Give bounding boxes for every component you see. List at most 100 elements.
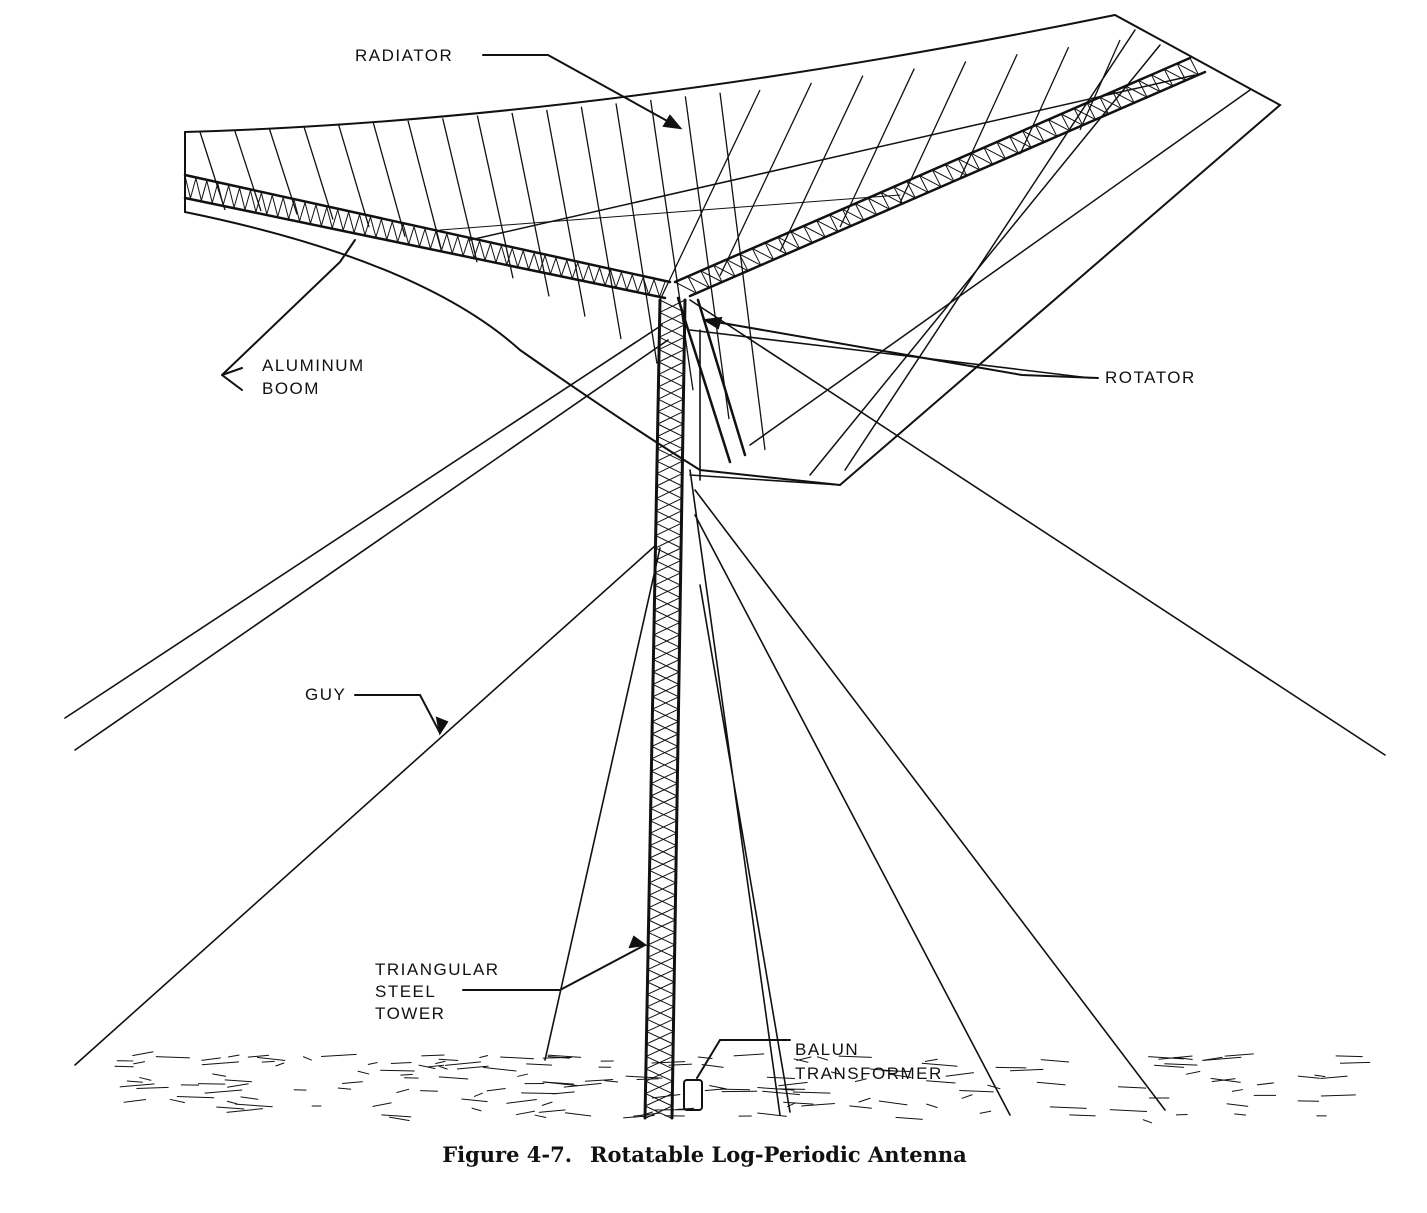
boom-truss: [600, 268, 605, 286]
ground-texture: [202, 1062, 239, 1065]
ground-texture: [1110, 1110, 1147, 1112]
ground-texture: [946, 1073, 974, 1077]
ground-texture: [216, 1107, 244, 1109]
boom-truss: [294, 200, 299, 221]
ground-texture: [120, 1084, 155, 1087]
label-balun-2: TRANSFORMER: [795, 1063, 943, 1085]
boom-truss: [300, 203, 305, 222]
ground-texture: [421, 1055, 444, 1056]
ground-texture: [435, 1061, 445, 1063]
boom-truss: [338, 210, 343, 231]
ground-texture: [139, 1077, 151, 1080]
boom-truss: [398, 224, 403, 242]
ground-texture: [479, 1056, 488, 1058]
boom-truss: [229, 186, 234, 208]
radiator-element: [1020, 47, 1069, 154]
ground-texture: [241, 1097, 259, 1099]
boom-truss: [360, 215, 365, 235]
label-tower-3: TOWER: [375, 1003, 445, 1025]
ground-texture: [136, 1087, 168, 1088]
ground-texture: [962, 1095, 973, 1099]
label-tower-1: TRIANGULAR: [375, 959, 500, 981]
ground-texture: [521, 1093, 557, 1094]
ground-texture: [879, 1101, 908, 1105]
ground-texture: [228, 1055, 239, 1057]
figure-caption: Figure 4-7. Rotatable Log-Periodic Antenn…: [0, 1142, 1427, 1167]
guy-leader: [355, 695, 440, 733]
radiator-element: [960, 54, 1017, 178]
boom-truss: [490, 243, 495, 262]
boom-truss: [283, 198, 288, 219]
boom-truss: [354, 215, 359, 233]
ground-texture: [262, 1061, 275, 1062]
boom-truss: [605, 270, 610, 285]
label-guy: GUY: [305, 684, 346, 706]
label-balun-1: BALUN: [795, 1039, 859, 1061]
boom-truss: [632, 275, 637, 292]
boom-truss: [316, 205, 321, 226]
boom-truss: [496, 246, 501, 263]
ground-texture: [227, 1101, 237, 1104]
ground-texture: [472, 1108, 482, 1111]
boom-truss: [594, 268, 599, 284]
boom-truss: [638, 277, 643, 292]
ground-texture: [996, 1067, 1027, 1068]
boom-truss: [545, 256, 550, 274]
ground-texture: [517, 1074, 528, 1076]
balun-leader: [697, 1040, 790, 1078]
ground-texture: [1050, 1107, 1087, 1109]
boom-truss: [376, 219, 381, 237]
boom-truss: [430, 231, 435, 248]
ground-texture: [1340, 1062, 1370, 1063]
steel-tower: [645, 300, 685, 1118]
boom-truss: [310, 205, 315, 223]
ground-texture: [793, 1092, 831, 1093]
ground-texture: [1037, 1082, 1066, 1085]
ground-texture: [1010, 1069, 1043, 1070]
boom-truss: [627, 275, 632, 290]
ground-texture: [156, 1057, 190, 1058]
boom-truss: [420, 229, 425, 246]
ground-texture: [381, 1115, 411, 1117]
ground-texture: [439, 1077, 468, 1079]
boom-truss: [414, 227, 419, 247]
boom-truss: [485, 243, 490, 260]
ground-texture: [1164, 1064, 1197, 1065]
boom-truss: [207, 181, 212, 203]
ground-texture: [925, 1059, 938, 1061]
caption-number: Figure 4-7.: [442, 1142, 572, 1167]
boom-truss: [512, 248, 517, 267]
ground-texture: [604, 1081, 618, 1082]
boom-truss: [196, 178, 201, 200]
ground-texture: [177, 1097, 214, 1098]
ground-texture: [389, 1117, 409, 1121]
ground-texture: [1186, 1071, 1200, 1074]
ground-texture: [859, 1098, 871, 1102]
ground-texture: [542, 1102, 553, 1105]
boom-truss: [649, 280, 654, 295]
ground-texture: [396, 1089, 409, 1092]
ground-texture: [461, 1099, 487, 1102]
ground-texture: [1041, 1060, 1069, 1062]
ground-texture: [1143, 1120, 1152, 1123]
radiator-element: [547, 110, 585, 317]
ground-texture: [652, 1062, 686, 1063]
right-boom: [675, 58, 1205, 296]
boom-truss: [278, 198, 283, 217]
caption-title: Rotatable Log-Periodic Antenna: [590, 1142, 967, 1167]
boom-truss: [234, 188, 239, 207]
ground-texture: [757, 1113, 786, 1116]
boom-truss: [550, 258, 555, 274]
ground-texture: [225, 1080, 252, 1082]
label-aluminum-boom-1: ALUMINUM: [262, 355, 365, 377]
ground-texture: [1154, 1065, 1184, 1067]
boom-truss: [409, 227, 414, 244]
boom-truss: [474, 241, 479, 258]
ground-texture: [248, 1055, 269, 1057]
ground-texture: [235, 1104, 272, 1107]
ground-texture: [1234, 1114, 1246, 1115]
ground-texture: [1336, 1056, 1363, 1057]
boom-truss: [518, 251, 523, 267]
boom-truss: [392, 222, 397, 242]
